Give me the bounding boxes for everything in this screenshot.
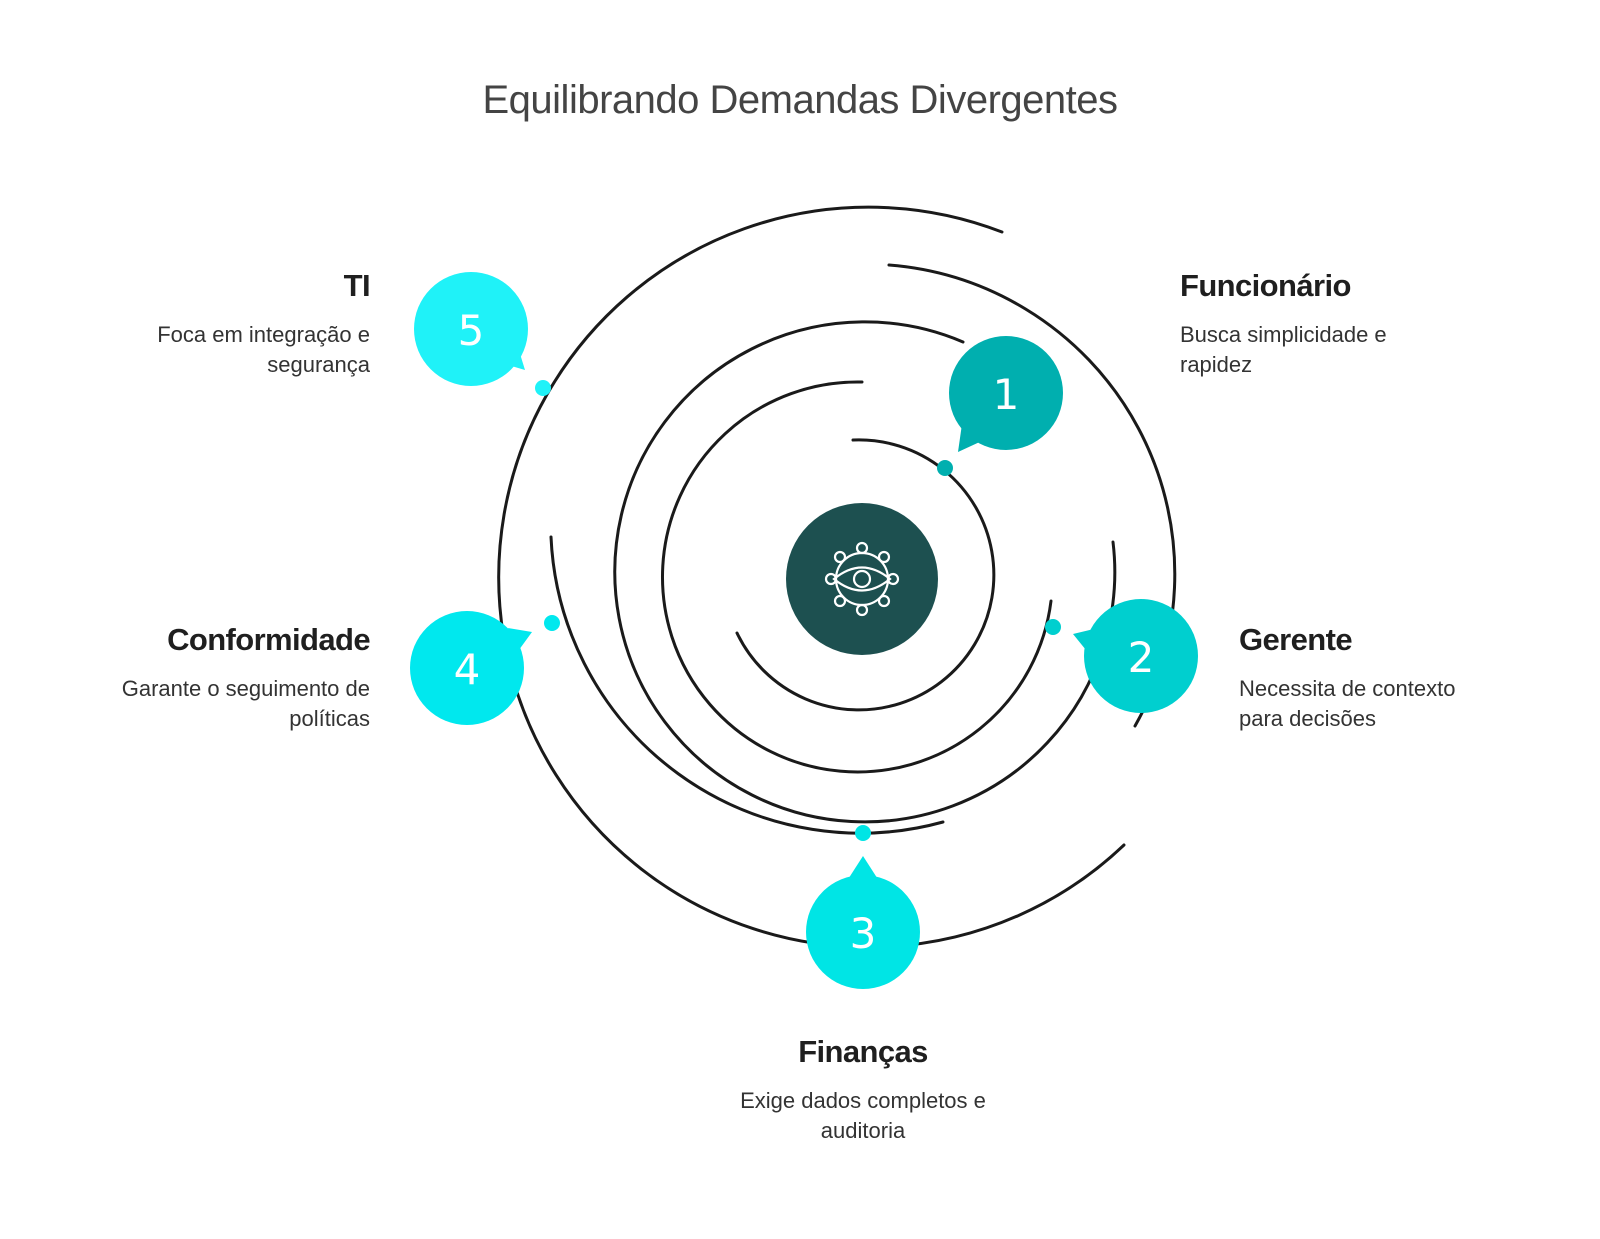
stage-5-heading: TI xyxy=(343,268,371,303)
stage-4-heading: Conformidade xyxy=(167,622,371,657)
stage-1-label: Funcionário Busca simplicidade e rapidez xyxy=(1180,268,1480,380)
stage-2-bubble: 2 xyxy=(1073,599,1198,713)
stage-3-label: Finanças Exige dados completos e auditor… xyxy=(663,1034,1063,1146)
stage-4-dot xyxy=(544,615,560,631)
stage-3-description: Exige dados completos e auditoria xyxy=(740,1088,986,1143)
stage-1-heading: Funcionário xyxy=(1180,268,1351,303)
stage-3-dot xyxy=(855,825,871,841)
center-node xyxy=(786,503,938,655)
stage-2-heading: Gerente xyxy=(1239,622,1353,657)
stage-1-bubble: 1 xyxy=(949,336,1063,452)
stage-3-number: 3 xyxy=(850,909,877,958)
diagram-title: Equilibrando Demandas Divergentes xyxy=(482,78,1118,122)
stage-4-bubble: 4 xyxy=(410,611,532,725)
stage-5-dot xyxy=(535,380,551,396)
stage-4-number: 4 xyxy=(454,645,481,694)
stage-3-bubble: 3 xyxy=(806,856,920,989)
eye-network-icon xyxy=(824,541,900,617)
stage-2-label: Gerente Necessita de contexto para decis… xyxy=(1239,622,1559,734)
stage-1-dot xyxy=(937,460,953,476)
stage-5-description: Foca em integração e segurança xyxy=(157,322,370,377)
stage-4-label: Conformidade Garante o seguimento de pol… xyxy=(40,622,371,734)
ring-2-arc xyxy=(660,380,1053,774)
stage-5-label: TI Foca em integração e segurança xyxy=(70,268,370,380)
stage-5-number: 5 xyxy=(458,306,485,355)
ring-3-arc xyxy=(613,320,1117,824)
stage-3-heading: Finanças xyxy=(798,1034,928,1069)
stage-2-description: Necessita de contexto para decisões xyxy=(1239,676,1456,731)
stage-5-bubble: 5 xyxy=(414,272,528,386)
stage-1-description: Busca simplicidade e rapidez xyxy=(1180,322,1387,377)
stage-2-number: 2 xyxy=(1128,633,1155,682)
stage-1-number: 1 xyxy=(993,370,1020,419)
stage-4-description: Garante o seguimento de políticas xyxy=(121,676,370,731)
stage-2-dot xyxy=(1045,619,1061,635)
